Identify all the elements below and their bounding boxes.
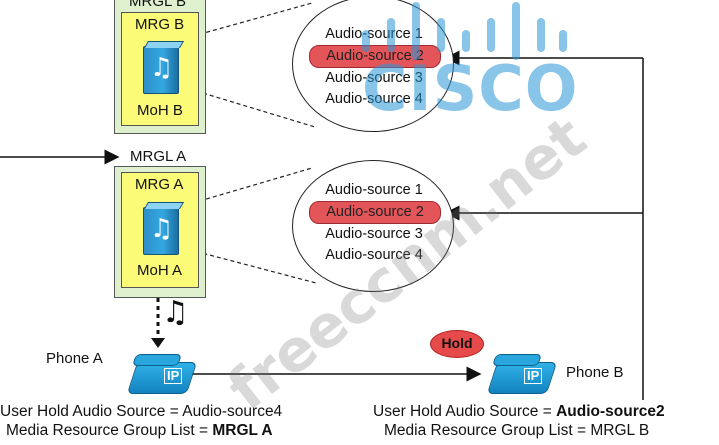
phone-a-handset xyxy=(132,354,182,366)
moh-a-label: MoH A xyxy=(137,262,183,279)
music-note-icon: ♫ xyxy=(150,53,174,83)
cisco-wordmark: CISCO xyxy=(362,52,579,125)
phone-b-label: Phone B xyxy=(566,364,624,381)
phone-b-mrgl: Media Resource Group List = MRGL B xyxy=(384,421,649,441)
dashed-mrga-top xyxy=(185,167,313,206)
phone-a-body xyxy=(126,362,198,394)
mrg-b-label: MRG B xyxy=(135,16,185,33)
audio-source-item: Audio-source 1 xyxy=(325,182,423,198)
phone-a-mrgl-value: MRGL A xyxy=(212,422,273,439)
phone-a-ip-badge: IP xyxy=(164,368,183,384)
audio-sources-ellipse-bottom xyxy=(292,160,454,292)
cisco-logo-bars xyxy=(362,2,567,60)
phone-a-hold-source-value: Audio-source4 xyxy=(182,403,283,420)
moh-a-server-icon: ♫ xyxy=(143,207,179,255)
audio-source-item-selected: Audio-source 2 xyxy=(309,201,441,224)
audio-source-item-selected: Audio-source 2 xyxy=(309,45,441,68)
audio-source-item: Audio-source 3 xyxy=(325,70,423,86)
audio-source-item: Audio-source 4 xyxy=(325,91,423,107)
music-note-icon: ♫ xyxy=(150,214,174,244)
phone-b-hold-source-prefix: User Hold Audio Source = xyxy=(373,403,557,420)
audio-source-list-bottom: Audio-source 1 Audio-source 2 Audio-sour… xyxy=(309,180,441,266)
phone-b-body xyxy=(486,362,558,394)
mrgl-b-label: MRGL B xyxy=(129,0,186,10)
phone-a-icon: IP xyxy=(126,352,198,398)
phone-a-mrgl-prefix: Media Resource Group List = xyxy=(6,422,213,439)
audio-source-item: Audio-source 3 xyxy=(325,226,423,242)
moh-b-server-icon: ♫ xyxy=(143,46,179,94)
phone-a-mrgl: Media Resource Group List = MRGL A xyxy=(6,421,273,441)
phone-b-icon: IP xyxy=(486,352,558,398)
hold-badge: Hold xyxy=(430,330,484,358)
phone-a-hold-source-prefix: User Hold Audio Source = xyxy=(0,403,183,420)
dashed-mrgb-top xyxy=(185,2,313,39)
music-stream-icon: ♫ xyxy=(162,295,189,330)
phone-a-label: Phone A xyxy=(46,350,103,367)
phone-b-mrgl-prefix: Media Resource Group List = xyxy=(384,422,591,439)
audio-source-item: Audio-source 4 xyxy=(325,247,423,263)
moh-b-label: MoH B xyxy=(137,102,183,119)
phone-b-hold-source-value: Audio-source2 xyxy=(556,403,665,420)
audio-source-list-top: Audio-source 1 Audio-source 2 Audio-sour… xyxy=(309,24,441,110)
phone-a-hold-source: User Hold Audio Source = Audio-source4 xyxy=(0,402,282,422)
mrg-a-label: MRG A xyxy=(135,176,184,193)
mrgl-a-label: MRGL A xyxy=(130,148,187,165)
phone-b-hold-source: User Hold Audio Source = Audio-source2 xyxy=(373,402,665,422)
audio-source-item: Audio-source 1 xyxy=(325,26,423,42)
phone-b-mrgl-value: MRGL B xyxy=(590,422,650,439)
phone-b-ip-badge: IP xyxy=(524,368,543,384)
phone-b-handset xyxy=(492,354,542,366)
